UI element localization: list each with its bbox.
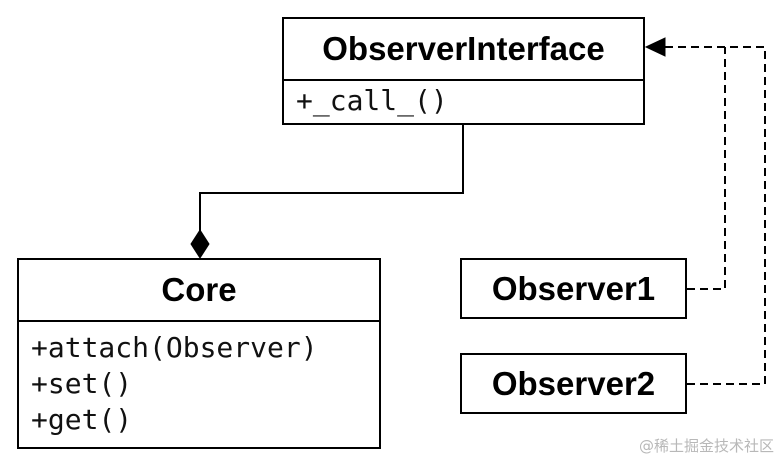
class-name-observer1: Observer1 <box>491 269 656 307</box>
operation-set: +set() <box>31 367 133 400</box>
observer2-realization-line <box>664 46 766 385</box>
class-observer1[interactable]: Observer1 <box>460 258 687 319</box>
composition-line <box>199 125 464 232</box>
realization-arrowhead <box>644 37 666 57</box>
class-operations-observer-interface: +_call_() <box>284 79 643 123</box>
class-name-observer-interface: ObserverInterface <box>322 30 605 67</box>
observer1-realization-line <box>687 47 726 290</box>
class-core[interactable]: Core +attach(Observer) +set() +get() <box>17 258 381 449</box>
class-observer2[interactable]: Observer2 <box>460 353 687 414</box>
class-observer-interface[interactable]: ObserverInterface +_call_() <box>282 17 645 125</box>
class-operations-core: +attach(Observer) +set() +get() <box>19 320 379 447</box>
class-name-core: Core <box>161 271 237 308</box>
class-name-observer2: Observer2 <box>491 364 656 402</box>
operation-get: +get() <box>31 403 133 436</box>
operation-call: +_call_() <box>296 84 448 117</box>
composition-diamond <box>190 229 210 259</box>
watermark: @稀土掘金技术社区 <box>638 437 774 455</box>
operation-attach: +attach(Observer) <box>31 331 318 364</box>
